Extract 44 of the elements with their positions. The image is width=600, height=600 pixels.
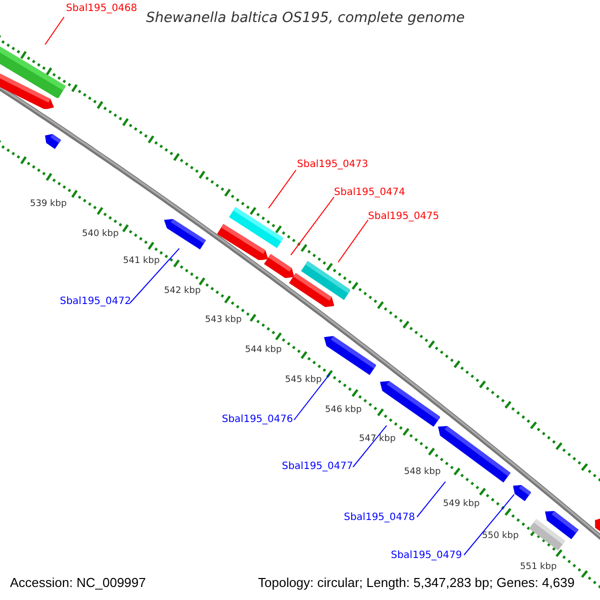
position-label: 544 kbp <box>245 345 282 356</box>
leader-line <box>338 220 368 263</box>
position-label: 542 kbp <box>164 286 201 297</box>
gene-block <box>264 254 294 278</box>
leader-line <box>352 425 388 468</box>
leader-line <box>130 248 180 304</box>
gene-label: Sbal195_0475 <box>368 211 440 223</box>
gene-label: Sbal195_0474 <box>334 187 406 199</box>
leader-line <box>290 196 334 256</box>
position-label: 545 kbp <box>285 375 322 386</box>
gene-label: Sbal195_0479 <box>390 550 462 562</box>
gene-block <box>380 381 440 427</box>
gene-label: Sbal195_0472 <box>60 296 131 308</box>
position-label: 548 kbp <box>404 467 441 478</box>
info-text: Accession: NC_009997 <box>10 575 146 591</box>
leader-line <box>44 16 64 46</box>
leader-line <box>268 170 296 209</box>
gene-block <box>164 219 206 250</box>
gene-block <box>300 261 350 300</box>
position-label: 543 kbp <box>205 315 242 326</box>
gene-block <box>216 224 268 260</box>
gene-block <box>529 519 566 551</box>
gene-label: Sbal195_0477 <box>282 461 353 473</box>
position-label: 549 kbp <box>443 499 480 510</box>
gene-label: Sbal195_0473 <box>297 159 368 171</box>
position-label: 546 kbp <box>325 405 362 416</box>
gene-block <box>595 518 600 533</box>
gene-label: Sbal195_0478 <box>344 512 415 524</box>
leader-line <box>294 373 330 420</box>
title: Shewanella baltica OS195, complete genome <box>146 9 465 27</box>
position-label: 550 kbp <box>482 531 519 542</box>
position-label: 541 kbp <box>123 256 160 267</box>
leader-line <box>416 481 446 518</box>
position-label: 551 kbp <box>520 562 557 573</box>
gene-label: Sbal195_0476 <box>222 414 293 426</box>
info-text: Topology: circular; Length: 5,347,283 bp; Genes: 4,639 <box>258 575 575 591</box>
position-label: 540 kbp <box>82 229 119 240</box>
gene-block <box>45 134 62 150</box>
gene-label: Sbal195_0468 <box>66 3 138 15</box>
position-label: 539 kbp <box>30 199 67 210</box>
position-label: 547 kbp <box>359 434 396 445</box>
gene-block <box>324 336 376 375</box>
gene-block <box>513 485 532 502</box>
leader-line <box>464 494 515 556</box>
